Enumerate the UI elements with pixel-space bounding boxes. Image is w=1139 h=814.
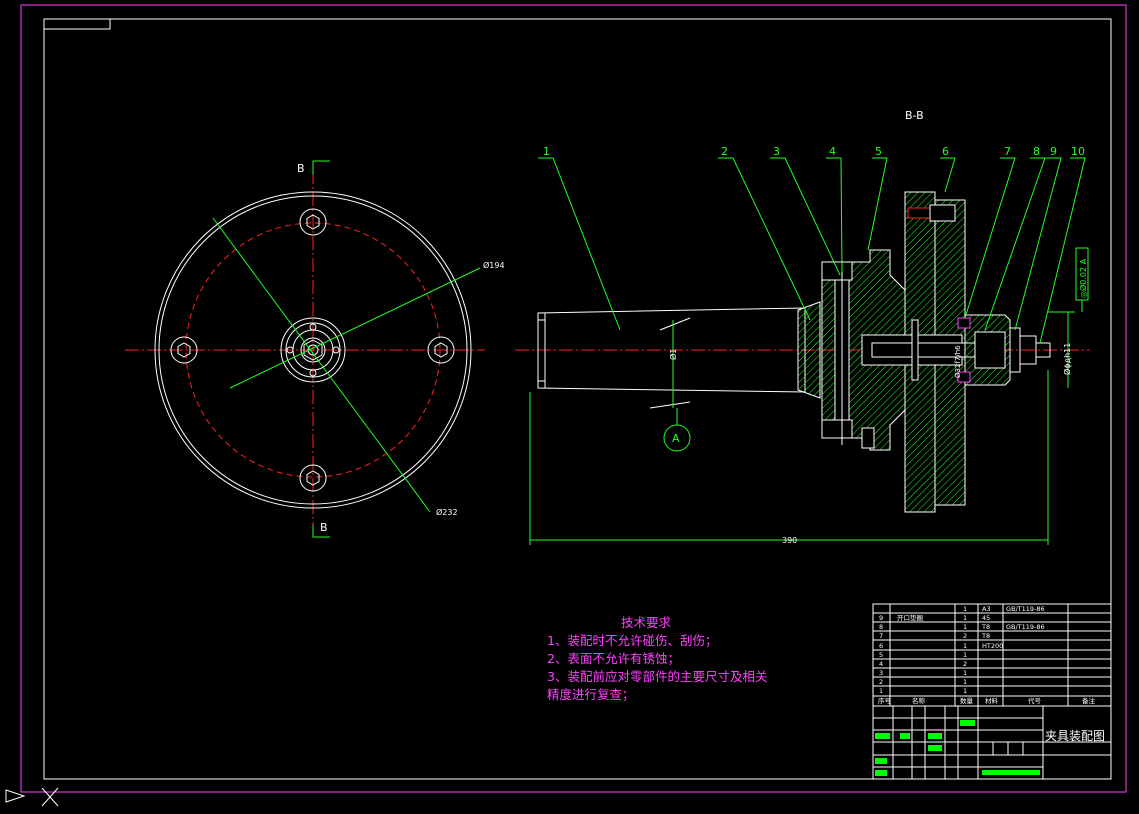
balloon-labels: 1 2 3 4 5 6 7 8 9 10 (543, 145, 1085, 158)
technical-requirements: 技术要求 1、装配时不允许碰伤、刮伤； 2、表面不允许有锈蚀； 3、装配前应对零… (547, 614, 767, 704)
svg-text:Ø32f7/h6: Ø32f7/h6 (954, 345, 962, 378)
svg-text:Ø232: Ø232 (436, 507, 458, 517)
bom-cell-no: 2 (879, 678, 883, 686)
outer-frame (20, 4, 1127, 793)
svg-text:材料: 材料 (985, 696, 999, 705)
bom-cell-mat: 45 (982, 614, 990, 622)
bom-cell-qty: 1 (963, 669, 967, 677)
bom-cell-no: 7 (879, 632, 883, 640)
part-balloons (538, 157, 1086, 344)
bom-cell-qty: 1 (963, 605, 967, 613)
svg-text:6: 6 (942, 145, 949, 158)
title-block-fills (875, 720, 1040, 776)
svg-text:10: 10 (1071, 145, 1085, 158)
bom-header: 序号 名称 数量 材料 代号 备注 (878, 696, 1096, 705)
svg-text:5: 5 (875, 145, 882, 158)
requirement-item: 3、装配前应对零部件的主要尺寸及相关 (547, 669, 768, 684)
svg-text:◎Ø0.02 A: ◎Ø0.02 A (1078, 258, 1088, 298)
inner-frame (43, 18, 1112, 780)
bom-cell-name: 开口垫圈 (897, 613, 923, 622)
svg-text:8: 8 (1033, 145, 1040, 158)
bom-cell-qty: 2 (963, 660, 967, 668)
svg-text:7: 7 (1004, 145, 1011, 158)
svg-text:Ø1: Ø1 (668, 349, 678, 360)
bom-cell-qty: 1 (963, 651, 967, 659)
bom-cell-code: GB/T119-86 (1006, 623, 1045, 631)
svg-text:数量: 数量 (960, 696, 974, 705)
svg-text:Øϕдh11: Øϕдh11 (1062, 343, 1072, 375)
bom-cell-qty: 1 (963, 614, 967, 622)
svg-text:B-B: B-B (905, 109, 924, 122)
bom-cell-qty: 1 (963, 623, 967, 631)
bom-cell-code: GB/T119-86 (1006, 605, 1045, 613)
svg-text:Ø194: Ø194 (483, 260, 505, 270)
bom-cell-mat: A3 (982, 605, 991, 613)
bom-cell-no: 4 (879, 660, 883, 668)
bom-cell-qty: 1 (963, 678, 967, 686)
bom-cell-mat: T8 (981, 632, 990, 640)
title-block (872, 705, 1112, 780)
svg-text:390: 390 (782, 536, 797, 545)
drawing-name: 夹具装配图 (1045, 729, 1105, 743)
svg-text:3: 3 (773, 145, 780, 158)
requirement-item: 2、表面不允许有锈蚀； (547, 651, 680, 666)
corner-label-box (43, 18, 111, 30)
bom-cell-no: 3 (879, 669, 883, 677)
svg-text:序号: 序号 (878, 696, 892, 705)
bom-cell-no: 9 (879, 614, 883, 622)
bom-cell-qty: 2 (963, 632, 967, 640)
svg-text:4: 4 (829, 145, 836, 158)
bom-cell-mat: HT200 (982, 642, 1003, 650)
bom-cell-qty: 1 (963, 687, 967, 695)
bom-cell-no: 8 (879, 623, 883, 631)
bom-table (872, 603, 1112, 707)
svg-text:B: B (297, 162, 305, 175)
section-view: B-B (515, 109, 1090, 545)
requirements-title: 技术要求 (621, 615, 672, 630)
requirement-item: 精度进行复查； (547, 687, 635, 702)
bom-cell-qty: 1 (963, 642, 967, 650)
svg-text:2: 2 (721, 145, 728, 158)
requirement-item: 1、装配时不允许碰伤、刮伤； (547, 633, 718, 648)
end-view: Ø194 Ø232 B B (125, 160, 505, 538)
svg-text:A: A (672, 432, 680, 445)
bom-cell-no: 1 (879, 687, 883, 695)
svg-text:B: B (320, 521, 328, 534)
bom-cell-mat: T8 (981, 623, 990, 631)
corner-marks (5, 787, 59, 807)
svg-text:名称: 名称 (912, 696, 926, 705)
bom-cell-no: 5 (879, 651, 883, 659)
svg-text:9: 9 (1050, 145, 1057, 158)
bom-cell-no: 6 (879, 642, 883, 650)
svg-text:备注: 备注 (1082, 696, 1096, 705)
svg-text:1: 1 (543, 145, 550, 158)
svg-text:代号: 代号 (1028, 696, 1042, 705)
